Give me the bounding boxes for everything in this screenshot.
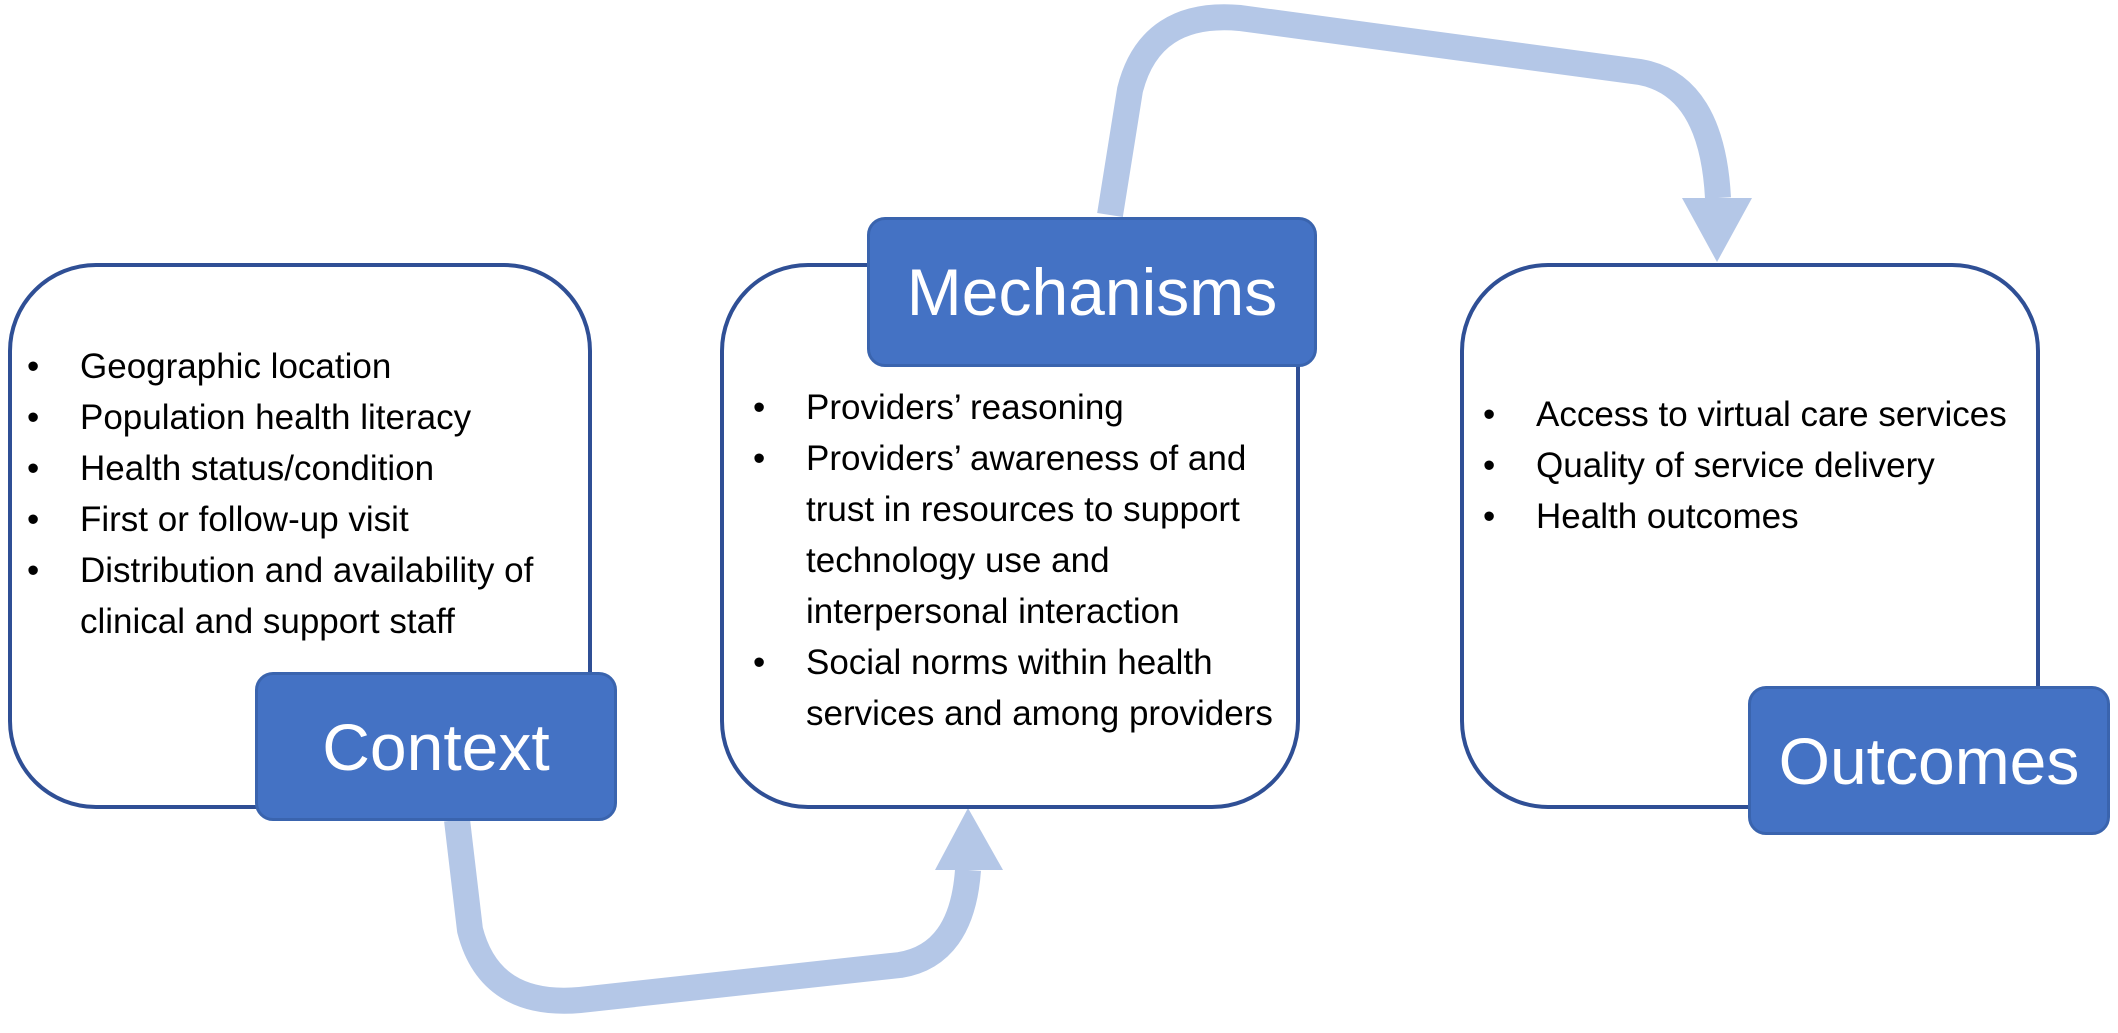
list-item: Providers’ awareness of and trust in res… — [750, 433, 1306, 637]
list-item: Distribution and availability of clinica… — [24, 545, 584, 647]
context-label: Context — [255, 672, 617, 821]
list-item: Geographic location — [24, 341, 584, 392]
mechanisms-label: Mechanisms — [867, 217, 1317, 367]
mechanisms-to-outcomes-arrow — [1097, 4, 1731, 218]
list-item: Population health literacy — [24, 392, 584, 443]
outcomes-list: Access to virtual care services Quality … — [1480, 389, 2020, 542]
mechanisms-to-outcomes-arrowhead — [1682, 198, 1752, 262]
list-item: Social norms within health services and … — [750, 637, 1306, 739]
context-to-mechanisms-arrow — [444, 818, 981, 1014]
list-item: Health status/condition — [24, 443, 584, 494]
context-to-mechanisms-arrowhead — [935, 808, 1003, 870]
list-item: Providers’ reasoning — [750, 382, 1306, 433]
mechanisms-list: Providers’ reasoning Providers’ awarenes… — [750, 382, 1306, 739]
list-item: Access to virtual care services — [1480, 389, 2020, 440]
outcomes-label: Outcomes — [1748, 686, 2110, 835]
list-item: First or follow-up visit — [24, 494, 584, 545]
list-item: Quality of service delivery — [1480, 440, 2020, 491]
context-list: Geographic location Population health li… — [24, 341, 584, 647]
list-item: Health outcomes — [1480, 491, 2020, 542]
